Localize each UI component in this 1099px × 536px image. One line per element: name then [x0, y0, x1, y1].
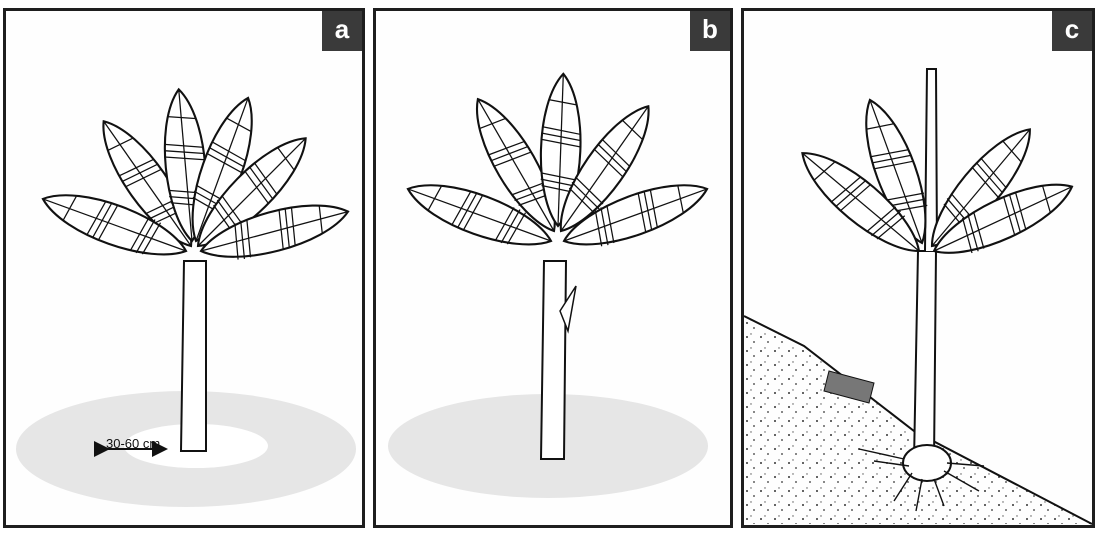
- banana-plant-drawing-b: [376, 11, 730, 525]
- panel-label-a: a: [322, 11, 362, 51]
- pseudostem: [181, 261, 206, 451]
- panel-a: 30-60 cm a: [3, 8, 365, 528]
- cigar-leaf: [925, 69, 937, 251]
- pseudostem: [541, 261, 566, 459]
- leaves: [401, 73, 714, 260]
- pseudostem: [914, 251, 936, 461]
- banana-plant-drawing-c: [744, 11, 1092, 525]
- panel-c: c: [741, 8, 1095, 528]
- panel-b: b: [373, 8, 733, 528]
- panel-label-c: c: [1052, 11, 1092, 51]
- banana-plant-drawing-a: [6, 11, 362, 525]
- distance-label: 30-60 cm: [106, 436, 160, 451]
- leaves: [36, 88, 353, 271]
- panel-label-b: b: [690, 11, 730, 51]
